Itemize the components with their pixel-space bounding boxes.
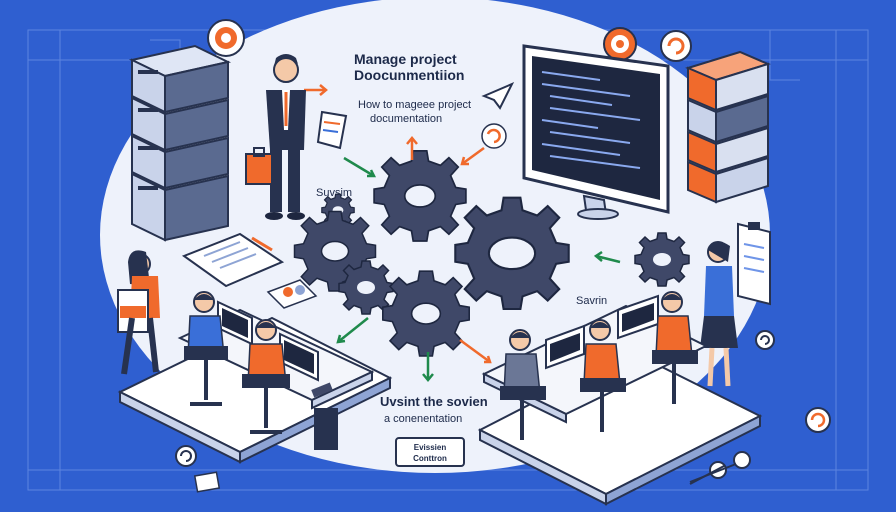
shapes-card-icon — [266, 279, 318, 309]
refresh-icon — [660, 30, 692, 62]
gear-icon — [454, 196, 570, 311]
code-monitor — [522, 44, 670, 220]
info-circle-icon — [755, 330, 775, 350]
settings-circle-icon — [805, 407, 831, 433]
server-unit — [128, 44, 232, 114]
bottom-text-line-1: Uvsint the sovien — [380, 394, 488, 409]
man-with-document — [245, 54, 348, 220]
left-workstation — [117, 291, 393, 464]
title-line-2: Doocunmentiion — [354, 67, 464, 83]
refresh-small-icon — [175, 445, 197, 467]
gear-label-right: Savrin — [576, 295, 607, 307]
server-unit — [131, 172, 229, 242]
server-unit — [131, 134, 229, 190]
gear-label-left: Suvsim — [316, 187, 352, 199]
gear-icon — [634, 232, 690, 287]
refresh-icon — [481, 123, 507, 149]
server-stack-left-icon — [128, 44, 232, 242]
target-icon — [207, 19, 245, 57]
subtitle-line-2: documentation — [370, 113, 442, 125]
flow-arrows — [304, 84, 621, 382]
target-icon — [603, 27, 637, 61]
right-workstation — [477, 291, 763, 506]
subtitle-line-1: How to mageee project — [358, 99, 471, 111]
woman-with-laptop-left — [117, 250, 160, 375]
bottom-text-line-2: a conenentation — [384, 413, 462, 425]
badge-line-2: Conttron — [413, 454, 447, 463]
sticky-note — [193, 471, 221, 493]
server-unit — [131, 96, 229, 152]
gear-icon — [338, 260, 394, 315]
badge-line-1: Evissien — [414, 443, 447, 452]
gear-icon — [293, 210, 377, 292]
version-control-badge: Evissien Conttron — [395, 437, 465, 467]
gear-icon — [381, 270, 471, 357]
gear-icon — [373, 150, 467, 242]
scissors-icon — [689, 451, 751, 485]
archive-stack-right-icon — [685, 50, 771, 204]
paper-plane-icon — [481, 82, 515, 110]
woman-with-clipboard-right — [700, 222, 771, 387]
title-line-1: Manage project — [354, 51, 457, 67]
document-sheet-icon — [181, 232, 285, 288]
